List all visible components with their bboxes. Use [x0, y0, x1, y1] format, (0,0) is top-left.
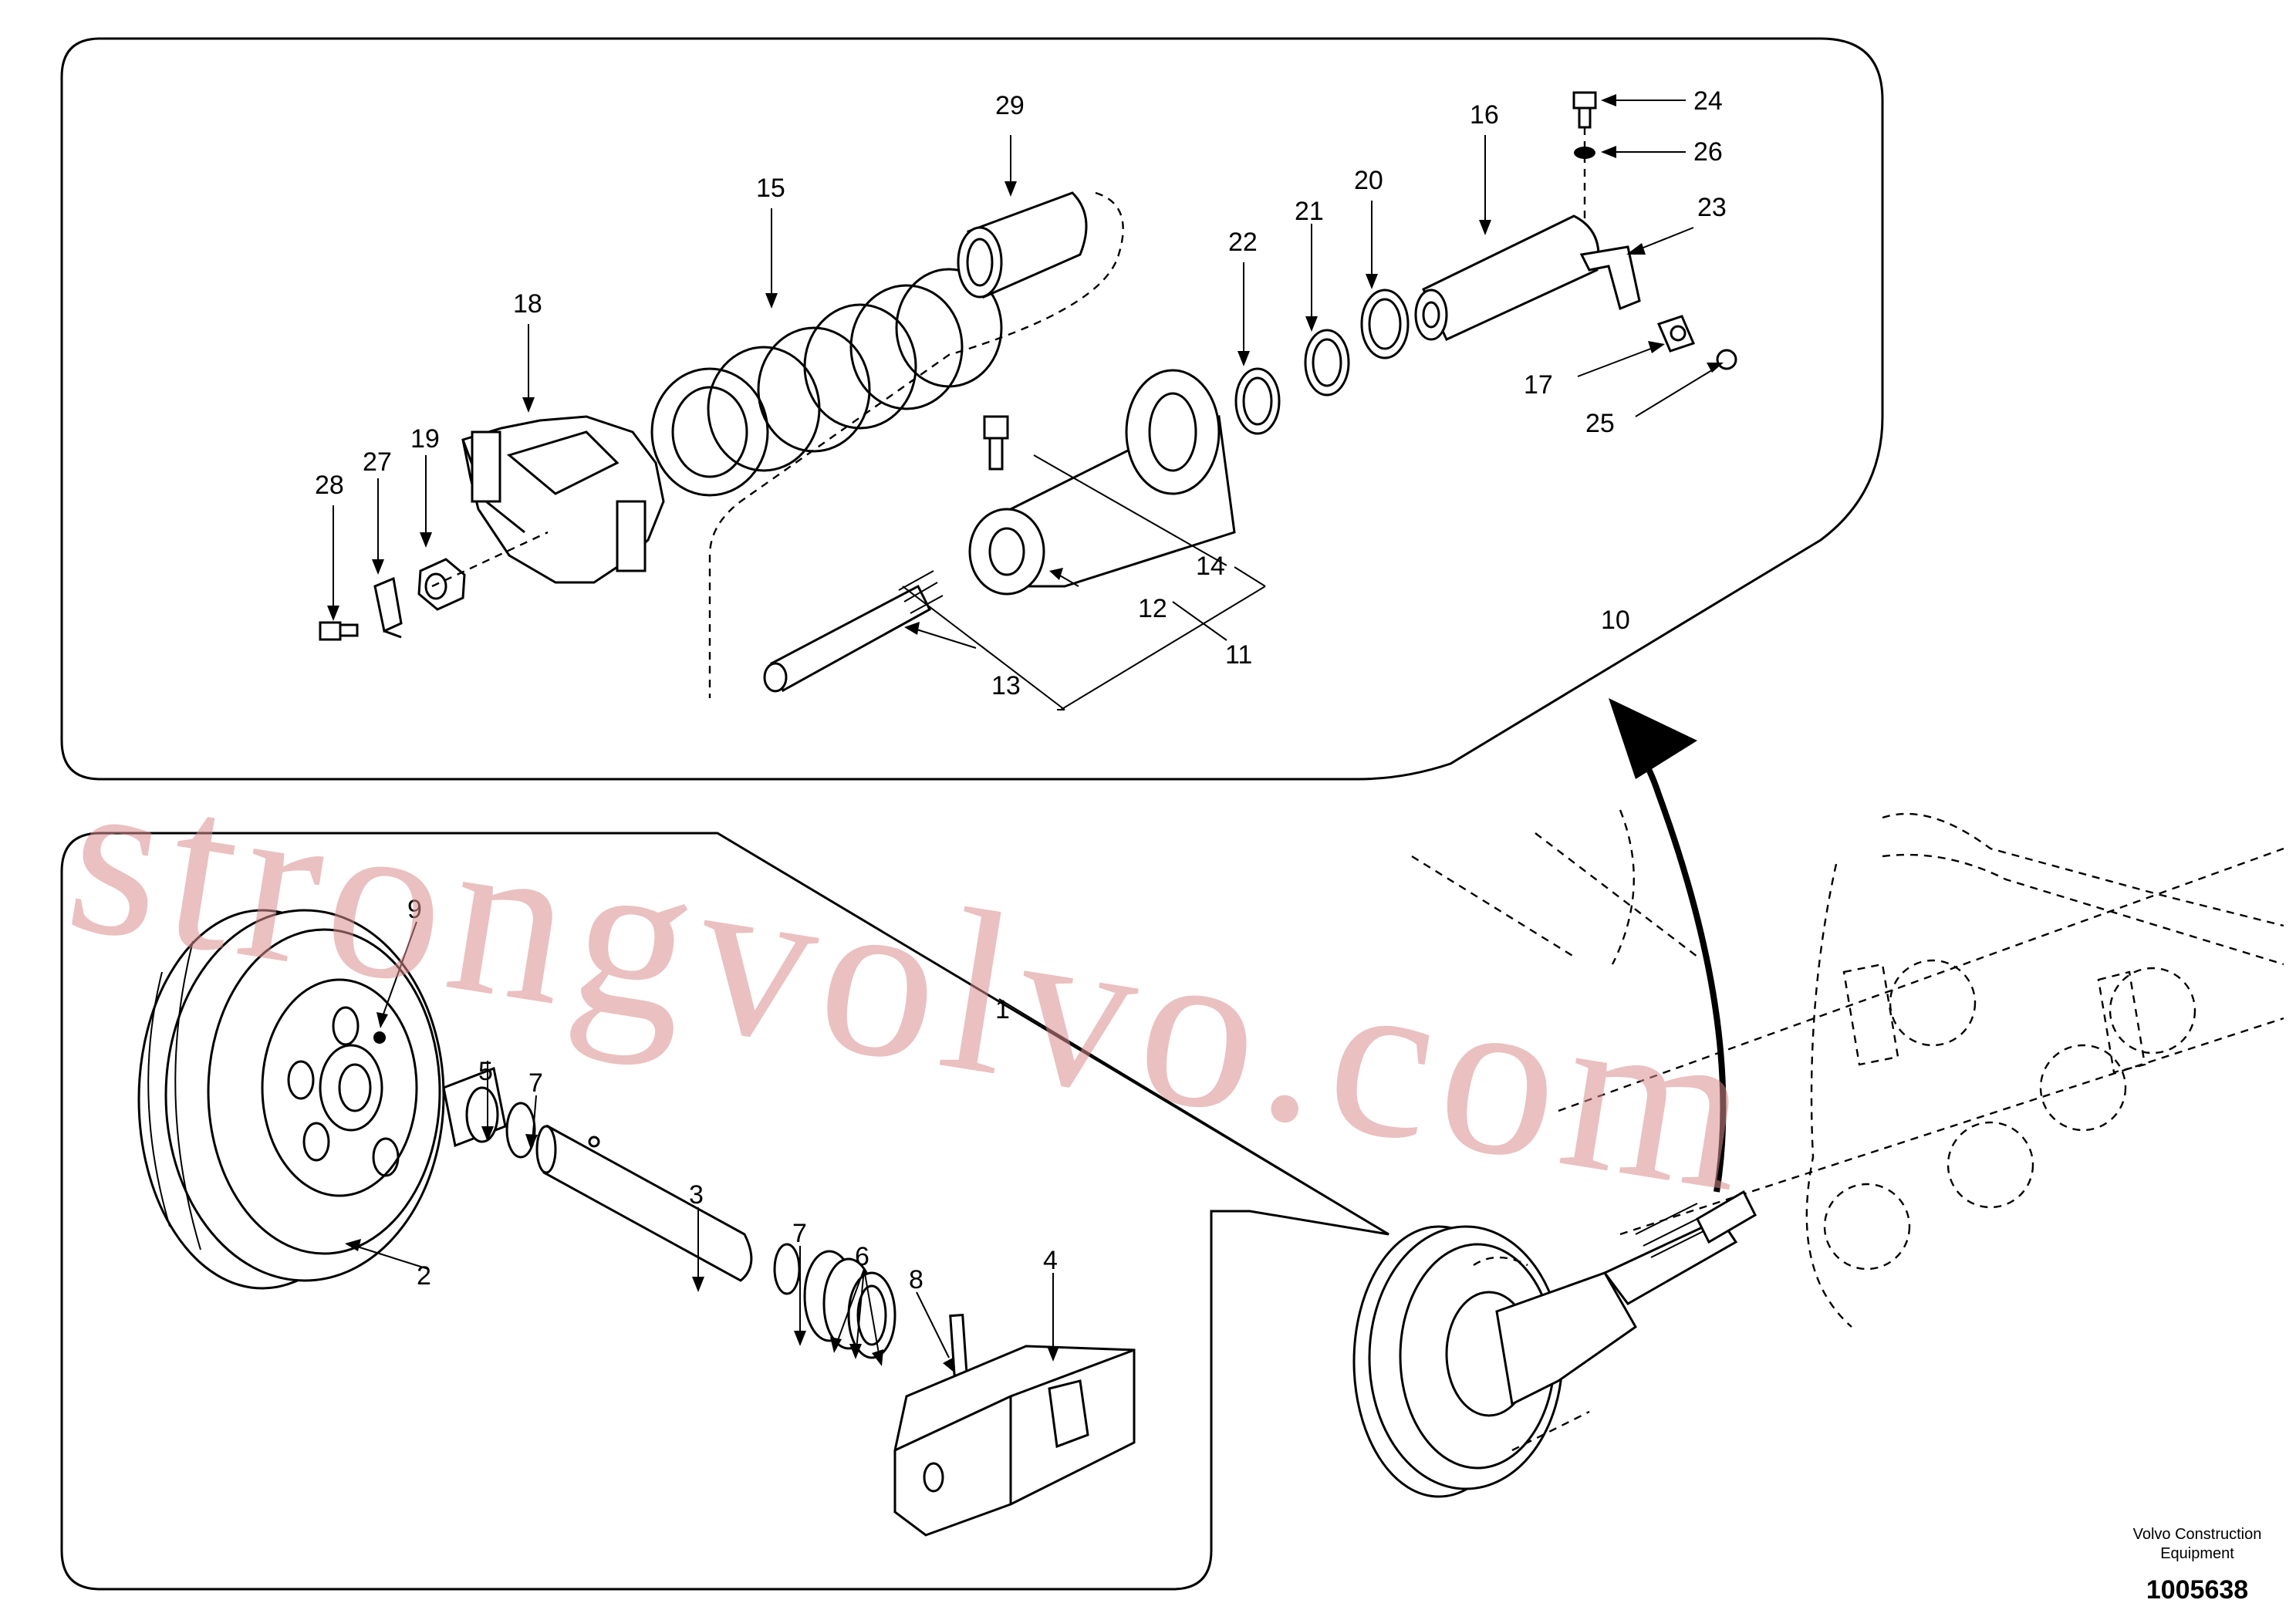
callout-26: 26: [1693, 137, 1723, 167]
callout-16: 16: [1470, 100, 1499, 130]
part-28-bolt: [319, 621, 359, 641]
upper-detail-panel: [60, 37, 1884, 781]
callout-7a: 7: [528, 1068, 543, 1098]
callout-22: 22: [1228, 228, 1258, 257]
callout-2: 2: [417, 1261, 431, 1291]
callout-24: 24: [1693, 86, 1723, 116]
callout-4: 4: [1043, 1246, 1058, 1275]
callout-11: 11: [1225, 640, 1252, 670]
leader-line-1: [998, 998, 1389, 1235]
machine-context-sketch: [1352, 809, 2284, 1498]
lower-leader-lines: [345, 921, 1059, 1373]
callout-28: 28: [315, 471, 344, 500]
part-9-plug: [373, 1031, 386, 1044]
part-27-lock-plate: [373, 576, 403, 639]
part-6-seal-group: [803, 1250, 896, 1359]
part-22-ring: [1234, 367, 1281, 435]
part-20-ring: [1360, 289, 1410, 359]
callout-13: 13: [991, 671, 1021, 700]
callout-14: 14: [1196, 552, 1225, 581]
part-18-bracket: [461, 415, 665, 584]
part-2-idler-wheel: [137, 909, 445, 1290]
callout-6: 6: [855, 1242, 869, 1271]
callout-8: 8: [909, 1265, 923, 1294]
callout-21: 21: [1295, 197, 1324, 226]
part-15-spring: [650, 268, 1003, 497]
callout-15: 15: [756, 174, 785, 203]
part-12-cylinder: [968, 369, 1236, 596]
callout-7b: 7: [792, 1219, 807, 1248]
part-3-shaft: [535, 1124, 753, 1282]
callout-19: 19: [410, 424, 440, 454]
part-26-washer: [1574, 147, 1595, 159]
part-19-nut: [417, 558, 466, 611]
callout-25: 25: [1585, 409, 1615, 438]
callout-23: 23: [1697, 193, 1727, 222]
callout-27: 27: [363, 447, 392, 477]
part-16-cylinder: [1414, 214, 1600, 341]
callout-1: 1: [995, 995, 1010, 1024]
dashed-assembly-line-upper: [708, 191, 1124, 698]
callout-5: 5: [478, 1057, 493, 1086]
part-7-o-ring-right: [773, 1243, 801, 1295]
part-25-cap: [1716, 349, 1737, 370]
part-7-o-ring-left: [505, 1102, 536, 1159]
footer-block: Volvo Construction Equipment 1005638: [2133, 1526, 2262, 1605]
part-17-grease-fitting: [1656, 315, 1696, 353]
callout-12: 12: [1138, 594, 1167, 623]
lower-detail-panel: [60, 832, 1389, 1591]
callout-3: 3: [689, 1180, 704, 1210]
part-29-sleeve: [957, 191, 1088, 299]
part-5-bushing: [442, 1066, 507, 1148]
callout-9: 9: [407, 895, 422, 924]
upper-leader-lines: [327, 94, 1724, 710]
callout-labels: 1 2 3 4 5 6 7 7 8 9 10 11 12 13 14 15 16…: [315, 86, 1727, 1294]
big-curved-arrow: [1609, 698, 1727, 1193]
brand-line-1: Volvo Construction: [2133, 1526, 2262, 1543]
callout-20: 20: [1354, 166, 1383, 195]
callout-17: 17: [1524, 370, 1553, 400]
part-14-bolt: [983, 415, 1009, 471]
figure-number: 1005638: [2146, 1575, 2248, 1605]
callout-18: 18: [513, 289, 542, 319]
dashed-centerline-bracket: [431, 531, 549, 588]
callout-10: 10: [1601, 606, 1630, 635]
callout-29: 29: [995, 91, 1025, 120]
part-23-bracket: [1579, 245, 1641, 311]
part-24-bolt: [1572, 91, 1597, 129]
part-4-support: [893, 1345, 1136, 1537]
brand-line-2: Equipment: [2160, 1545, 2234, 1562]
part-21-ring: [1304, 329, 1350, 397]
